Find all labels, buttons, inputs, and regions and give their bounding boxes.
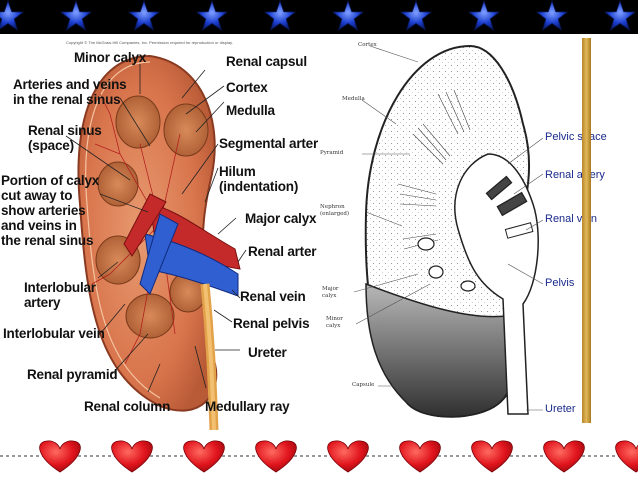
label-pelvic-space: Pelvic space: [545, 131, 607, 143]
blue-star-icon: [603, 0, 637, 31]
label-interlobular-artery-2: artery: [24, 295, 61, 310]
label-portion-3: show arteries: [1, 203, 86, 218]
label-pelvis: Pelvis: [545, 277, 575, 289]
blue-star-icon: [467, 0, 501, 31]
blue-star-icon: [127, 0, 161, 31]
blue-star-icon: [0, 0, 25, 31]
label-portion-1: Portion of calyx: [1, 173, 100, 188]
red-heart-icon: [111, 440, 153, 473]
small-label-nephron-1: Nephron: [320, 204, 345, 210]
label-ureter-right: Ureter: [545, 403, 576, 415]
label-hilum-2: (indentation): [219, 179, 299, 194]
blue-star-icon: [399, 0, 433, 31]
label-renal-sinus-2: (space): [28, 138, 74, 153]
red-heart-icon-row: [39, 440, 638, 473]
small-label-minor-calyx-1: Minor: [326, 316, 343, 322]
star-border-top: [0, 0, 638, 34]
red-heart-icon: [327, 440, 369, 473]
small-label-pyramid: Pyramid: [320, 150, 344, 156]
blue-star-icon: [263, 0, 297, 31]
label-renal-sinus-1: Renal sinus: [28, 123, 102, 138]
small-label-major-calyx-1: Major: [322, 286, 339, 292]
label-portion-5: the renal sinus: [1, 233, 94, 248]
label-interlobular-vein: Interlobular vein: [3, 326, 105, 341]
label-renal-column: Renal column: [84, 399, 171, 414]
small-label-major-calyx-2: calyx: [322, 293, 337, 299]
small-label-cortex: Cortex: [358, 42, 377, 48]
label-renal-vein: Renal vein: [240, 289, 306, 304]
label-arteries-veins-1: Arteries and veins: [13, 77, 127, 92]
gold-accent-bar: [582, 38, 591, 423]
blue-star-icon: [535, 0, 569, 31]
colored-kidney-figure: Copyright © The McGraw-Hill Companies, I…: [0, 34, 318, 430]
red-heart-icon: [471, 440, 513, 473]
heart-border-bottom: [0, 436, 638, 479]
label-minor-calyx: Minor calyx: [74, 50, 147, 65]
label-segmental-artery: Segmental arter: [219, 136, 318, 151]
red-heart-icon: [255, 440, 297, 473]
label-medullary-ray: Medullary ray: [205, 399, 290, 414]
label-medulla: Medulla: [226, 103, 275, 118]
blue-star-icon: [331, 0, 365, 31]
red-heart-icon: [399, 440, 441, 473]
blue-star-icon: [59, 0, 93, 31]
label-renal-artery: Renal arter: [248, 244, 317, 259]
label-major-calyx: Major calyx: [245, 211, 317, 226]
label-renal-pyramid: Renal pyramid: [27, 367, 118, 382]
small-label-nephron-2: (enlarged): [320, 211, 350, 217]
label-cortex: Cortex: [226, 80, 268, 95]
red-heart-icon: [39, 440, 81, 473]
label-renal-pelvis: Renal pelvis: [233, 316, 310, 331]
label-portion-2: cut away to: [1, 188, 73, 203]
red-heart-icon: [615, 440, 638, 473]
label-portion-4: and veins in: [1, 218, 77, 233]
red-heart-icon: [543, 440, 585, 473]
label-renal-capsule: Renal capsul: [226, 54, 307, 69]
copyright-note: Copyright © The McGraw-Hill Companies, I…: [66, 40, 233, 45]
kidney-illustration: [65, 54, 247, 430]
blue-star-icon-row: [0, 0, 637, 31]
small-label-medulla: Medulla: [342, 96, 365, 102]
label-interlobular-artery-1: Interlobular: [24, 280, 96, 295]
small-label-minor-calyx-2: calyx: [326, 323, 341, 329]
label-hilum-1: Hilum: [219, 164, 256, 179]
kidney-line-drawing: [353, 44, 544, 418]
blue-star-icon: [195, 0, 229, 31]
label-ureter: Ureter: [248, 345, 287, 360]
red-heart-icon: [183, 440, 225, 473]
label-renal-artery-right: Renal artery: [545, 169, 605, 181]
label-arteries-veins-2: in the renal sinus: [13, 92, 121, 107]
small-label-capsule: Capsule: [352, 382, 375, 388]
